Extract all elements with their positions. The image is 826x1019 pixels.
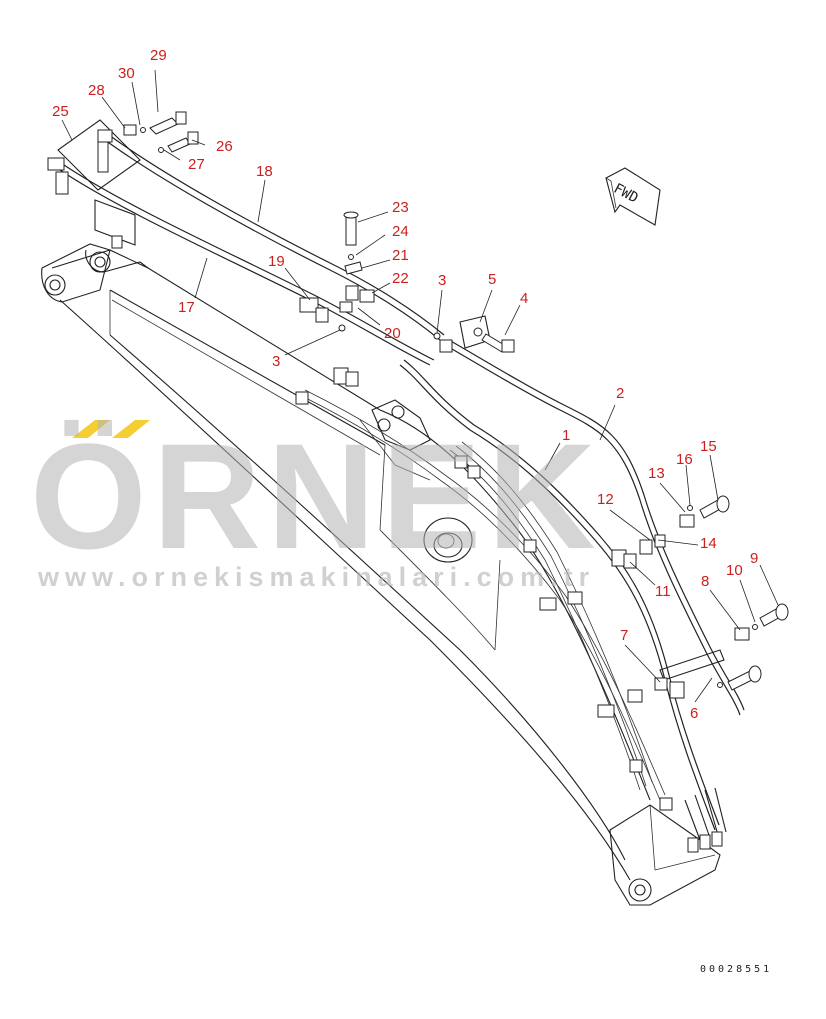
- callout-8: 8: [701, 573, 709, 590]
- callout-20: 20: [384, 325, 401, 342]
- callout-13: 13: [648, 465, 665, 482]
- callout-9: 9: [750, 550, 758, 567]
- fwd-arrow-icon: FWD: [605, 167, 661, 226]
- figure-number: 00028551: [700, 964, 772, 975]
- callout-11: 11: [655, 583, 671, 600]
- callout-23: 23: [392, 199, 409, 216]
- boom-body: [41, 243, 721, 906]
- callout-29: 29: [150, 47, 167, 64]
- callout-14: 14: [700, 535, 717, 552]
- callout-27: 27: [188, 156, 205, 173]
- callout-18: 18: [256, 163, 273, 180]
- callout-30: 30: [118, 65, 135, 82]
- callout-28: 28: [88, 82, 105, 99]
- watermark-brand: ÖRNEK: [30, 412, 602, 580]
- callout-4: 4: [520, 290, 528, 307]
- watermark-umlaut-accent: [72, 420, 150, 438]
- callout-5: 5: [488, 271, 496, 288]
- leader-lines: [61, 69, 779, 703]
- callout-2: 2: [616, 385, 624, 402]
- hydraulic-lines: [59, 134, 745, 853]
- callout-22: 22: [392, 270, 409, 287]
- callout-25: 25: [52, 103, 69, 120]
- callout-1: 1: [562, 427, 570, 444]
- callout-12: 12: [597, 491, 614, 508]
- callout-labels: 1 2 3 3 4 5 6 7 8 9 10 11 12 13 14 15 16…: [52, 47, 758, 722]
- callout-16: 16: [676, 451, 693, 468]
- callout-3b: 3: [438, 272, 446, 289]
- callout-21: 21: [392, 247, 409, 264]
- callout-6: 6: [690, 705, 698, 722]
- callout-3a: 3: [272, 353, 280, 370]
- watermark: ÖRNEK www.ornekismakinalari.com.tr: [30, 412, 602, 592]
- callout-10: 10: [726, 562, 743, 579]
- callout-24: 24: [392, 223, 409, 240]
- watermark-url: www.ornekismakinalari.com.tr: [37, 562, 595, 592]
- callout-19: 19: [268, 253, 285, 270]
- callout-17: 17: [178, 299, 195, 316]
- hardware: [47, 111, 789, 811]
- callout-15: 15: [700, 438, 717, 455]
- callout-7: 7: [620, 627, 628, 644]
- callout-26: 26: [216, 138, 233, 155]
